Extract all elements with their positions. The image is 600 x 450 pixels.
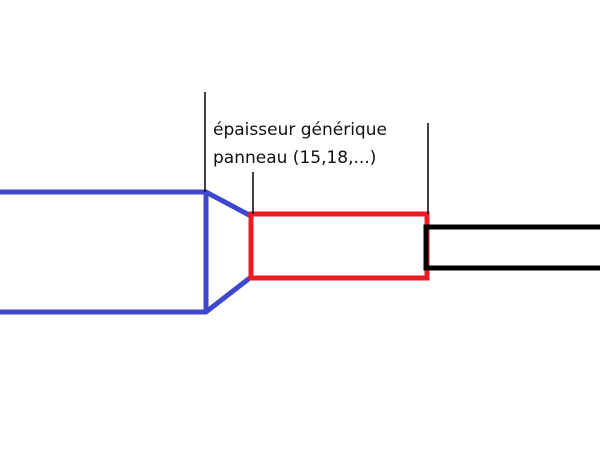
blue-outline-shape <box>0 189 254 315</box>
annotation-line-1: épaisseur générique <box>213 120 387 140</box>
red-panel-rectangle <box>248 211 430 281</box>
black-outline-shape <box>423 224 600 271</box>
annotation-line-2: panneau (15,18,...) <box>213 148 376 168</box>
